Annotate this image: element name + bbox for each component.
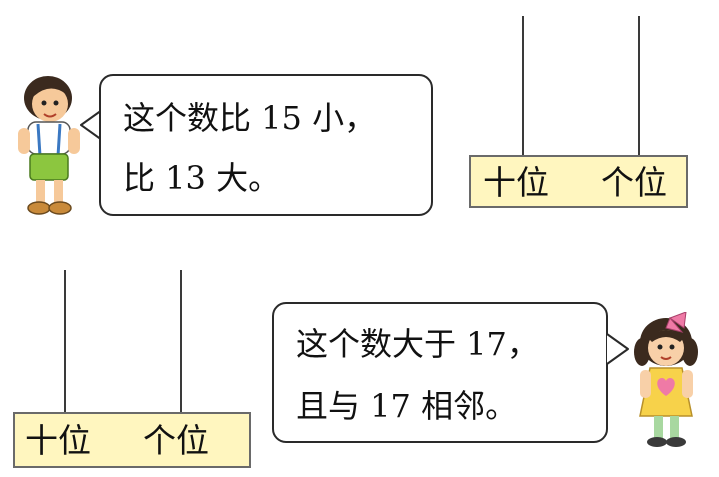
ones-rod bbox=[180, 270, 182, 414]
ones-rod bbox=[638, 16, 640, 156]
tens-rod bbox=[522, 16, 524, 156]
tens-label: 十位 bbox=[483, 163, 549, 202]
tens-rod bbox=[64, 270, 66, 414]
speech-bubble-tail bbox=[80, 109, 103, 141]
counter-base: 十位 个位 bbox=[469, 155, 688, 208]
bubble-line: 这个数大于 17， bbox=[296, 325, 539, 363]
bubble-line: 比 13 大。 bbox=[123, 159, 281, 197]
bubble-line: 且与 17 相邻。 bbox=[296, 387, 518, 425]
speech-bubble-bottom: 这个数大于 17， 且与 17 相邻。 bbox=[272, 302, 608, 443]
ones-label: 个位 bbox=[601, 163, 667, 202]
boy-illustration bbox=[18, 76, 80, 215]
place-value-counter-top: 十位 个位 bbox=[469, 16, 689, 211]
tens-label: 十位 bbox=[25, 421, 91, 460]
speech-bubble-tail bbox=[606, 333, 629, 365]
ones-label: 个位 bbox=[143, 421, 209, 460]
speech-bubble-top: 这个数比 15 小， 比 13 大。 bbox=[99, 74, 433, 216]
girl-illustration bbox=[634, 312, 698, 447]
counter-base: 十位 个位 bbox=[13, 412, 251, 468]
bubble-line: 这个数比 15 小， bbox=[123, 99, 377, 137]
place-value-counter-bottom: 十位 个位 bbox=[13, 270, 253, 470]
